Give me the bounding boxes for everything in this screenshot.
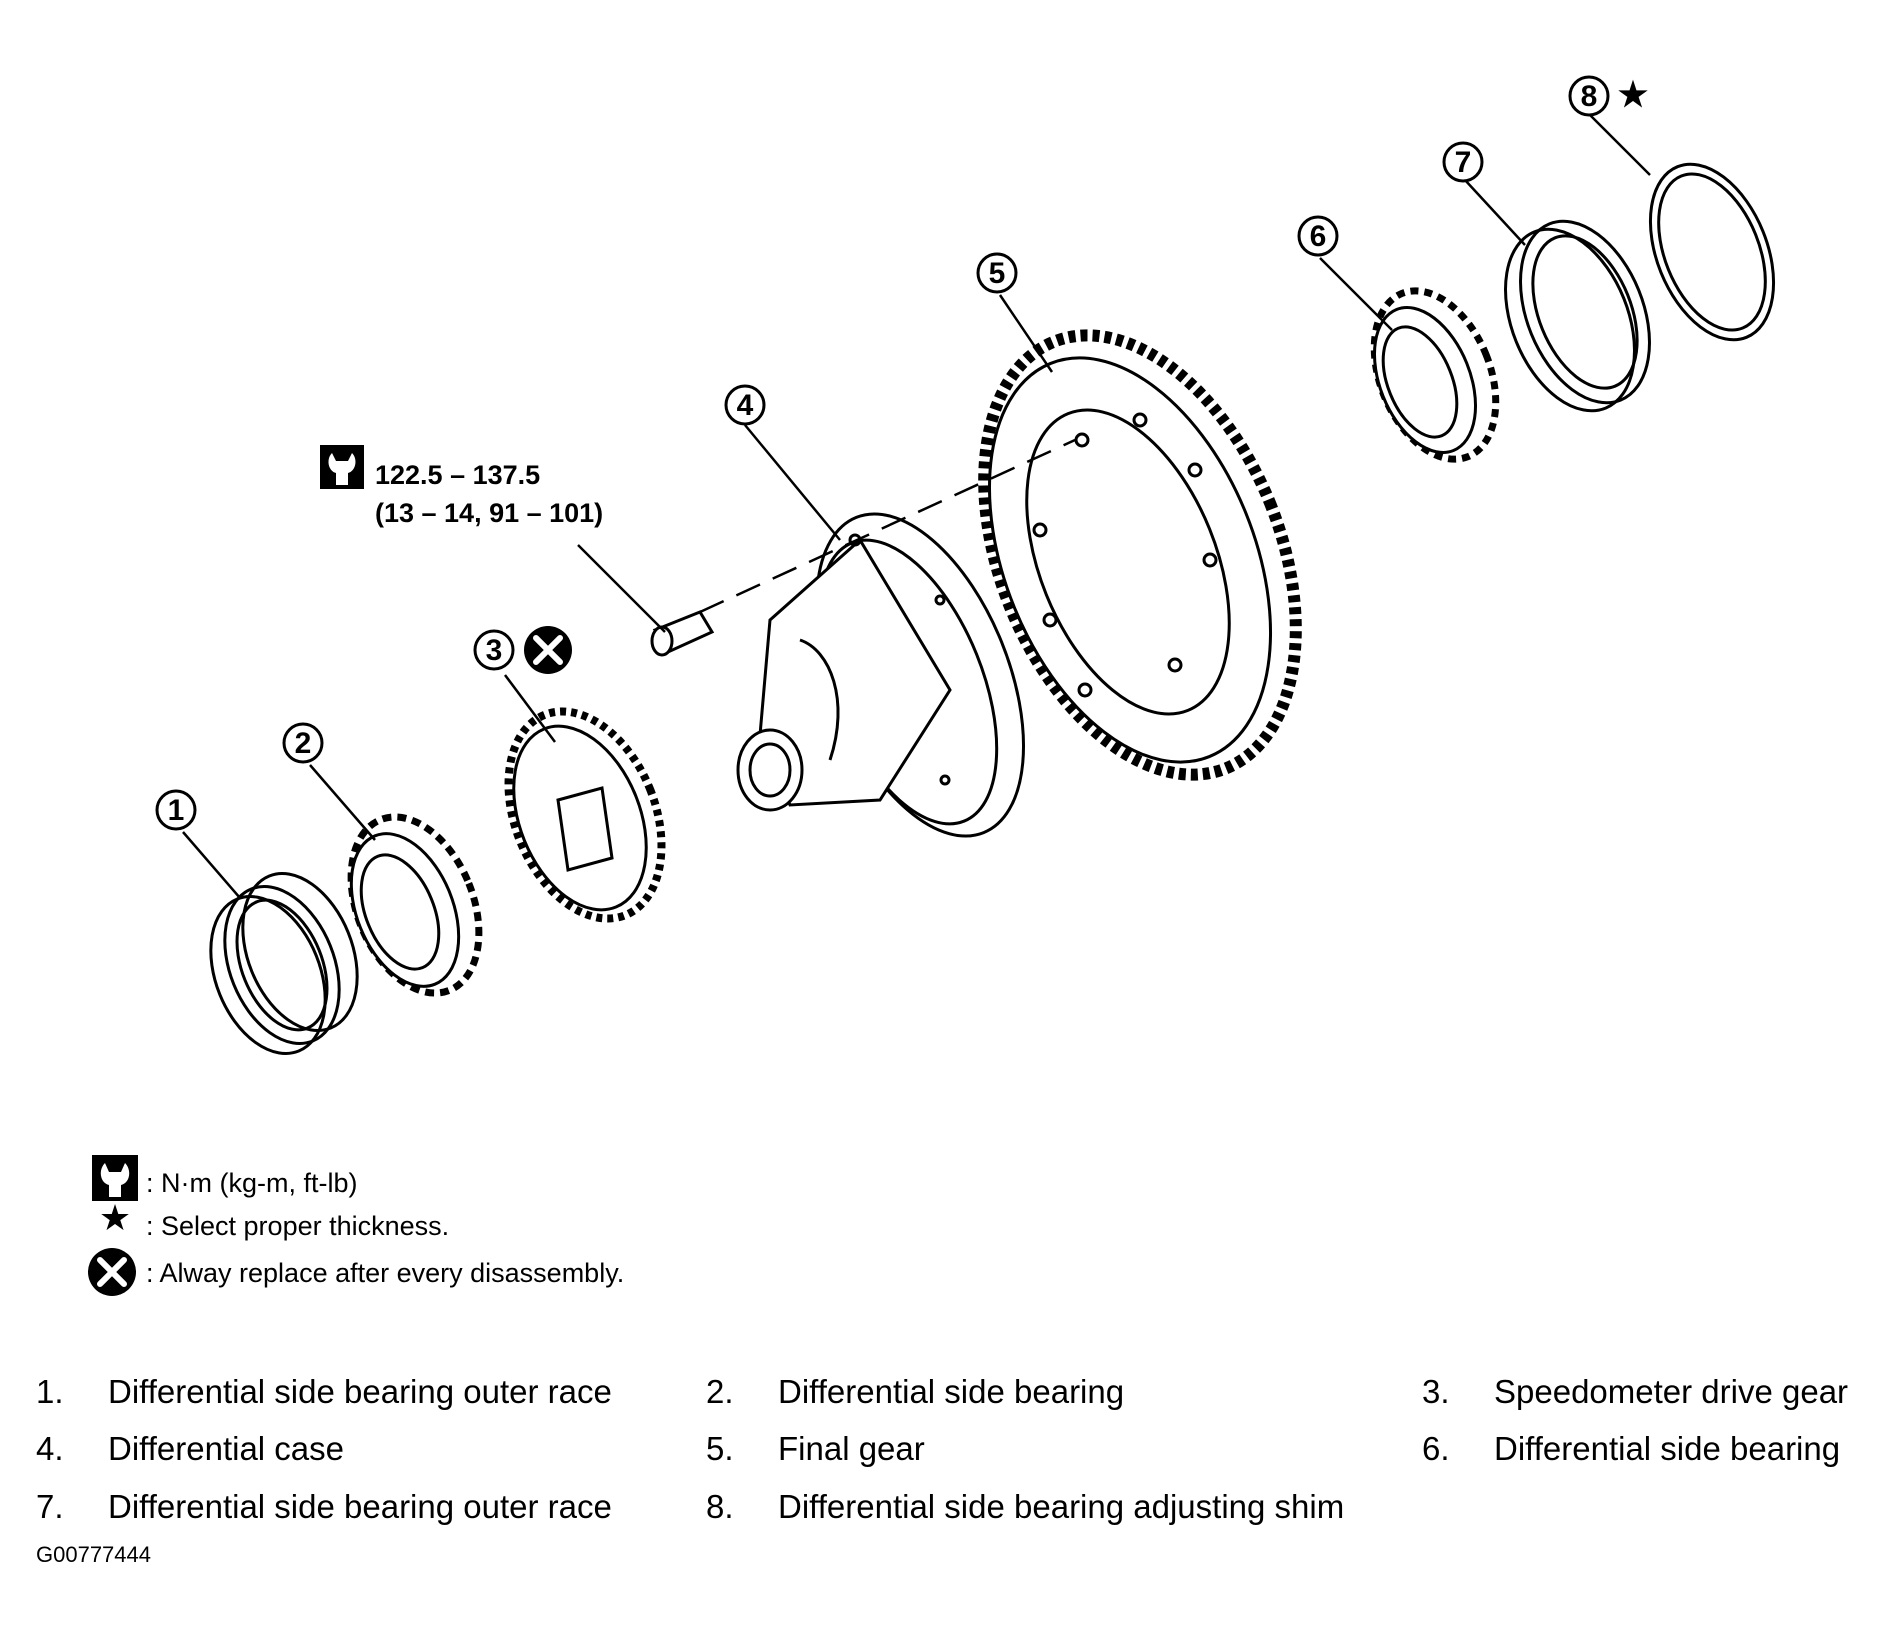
svg-text:4: 4 xyxy=(737,389,754,422)
svg-text:8: 8 xyxy=(1581,80,1598,113)
torque-spec-line1: 122.5 – 137.5 xyxy=(375,460,541,490)
part-name: Differential side bearing xyxy=(1494,1430,1841,1467)
part-name: Speedometer drive gear xyxy=(1494,1373,1849,1410)
svg-text:6: 6 xyxy=(1310,220,1327,253)
figure-id: G00777444 xyxy=(36,1542,151,1567)
part-number: 1. xyxy=(36,1373,64,1410)
part-name: Differential case xyxy=(108,1430,345,1467)
legend-replace-x-icon xyxy=(88,1248,136,1296)
svg-text:1: 1 xyxy=(168,794,185,827)
part-name: Differential side bearing xyxy=(778,1373,1125,1410)
legend-star-icon: ★ xyxy=(99,1197,131,1238)
part-3-speedometer-drive-gear xyxy=(504,707,666,923)
part-5-final-gear xyxy=(978,329,1302,781)
callout-3: 3 xyxy=(473,629,515,671)
torque-spec-line2: (13 – 14, 91 – 101) xyxy=(375,498,604,528)
callout-1: 1 xyxy=(155,789,197,831)
svg-text:5: 5 xyxy=(989,257,1006,290)
leader-lines xyxy=(182,114,1651,899)
part-1-outer-race xyxy=(209,872,359,1055)
callout-6: 6 xyxy=(1297,215,1339,257)
part-number: 6. xyxy=(1422,1430,1450,1467)
part-name: Differential side bearing adjusting shim xyxy=(778,1488,1345,1525)
assembly-centerline xyxy=(699,438,1076,614)
case-bolt xyxy=(650,610,715,657)
part-name: Differential side bearing outer race xyxy=(108,1488,612,1525)
part-2-side-bearing xyxy=(347,813,483,997)
legend-wrench-icon xyxy=(92,1155,138,1201)
part-6-side-bearing xyxy=(1370,287,1500,463)
svg-text:7: 7 xyxy=(1455,146,1472,179)
replace-x-icon xyxy=(524,626,572,674)
part-8-adjusting-shim xyxy=(1648,162,1776,342)
part-number: 7. xyxy=(36,1488,64,1525)
star-icon: ★ xyxy=(1618,76,1648,114)
callout-8: 8 xyxy=(1568,75,1610,117)
svg-text:3: 3 xyxy=(486,634,503,667)
part-7-outer-race xyxy=(1504,219,1651,413)
svg-text:2: 2 xyxy=(295,727,312,760)
part-number: 5. xyxy=(706,1430,734,1467)
part-name: Final gear xyxy=(778,1430,925,1467)
part-number: 8. xyxy=(706,1488,734,1525)
callout-4: 4 xyxy=(724,384,766,426)
part-number: 3. xyxy=(1422,1373,1450,1410)
torque-wrench-icon xyxy=(320,445,364,489)
part-name: Differential side bearing outer race xyxy=(108,1373,612,1410)
legend-select-thickness-text: : Select proper thickness. xyxy=(146,1211,450,1241)
callout-5: 5 xyxy=(976,252,1018,294)
legend-always-replace-text: : Alway replace after every disassembly. xyxy=(146,1258,625,1288)
legend-torque-units-text: : N·m (kg-m, ft-lb) xyxy=(146,1168,358,1198)
callout-7: 7 xyxy=(1442,141,1484,183)
part-number: 4. xyxy=(36,1430,64,1467)
part-4-differential-case xyxy=(736,512,1026,838)
callout-2: 2 xyxy=(282,722,324,764)
part-number: 2. xyxy=(706,1373,734,1410)
